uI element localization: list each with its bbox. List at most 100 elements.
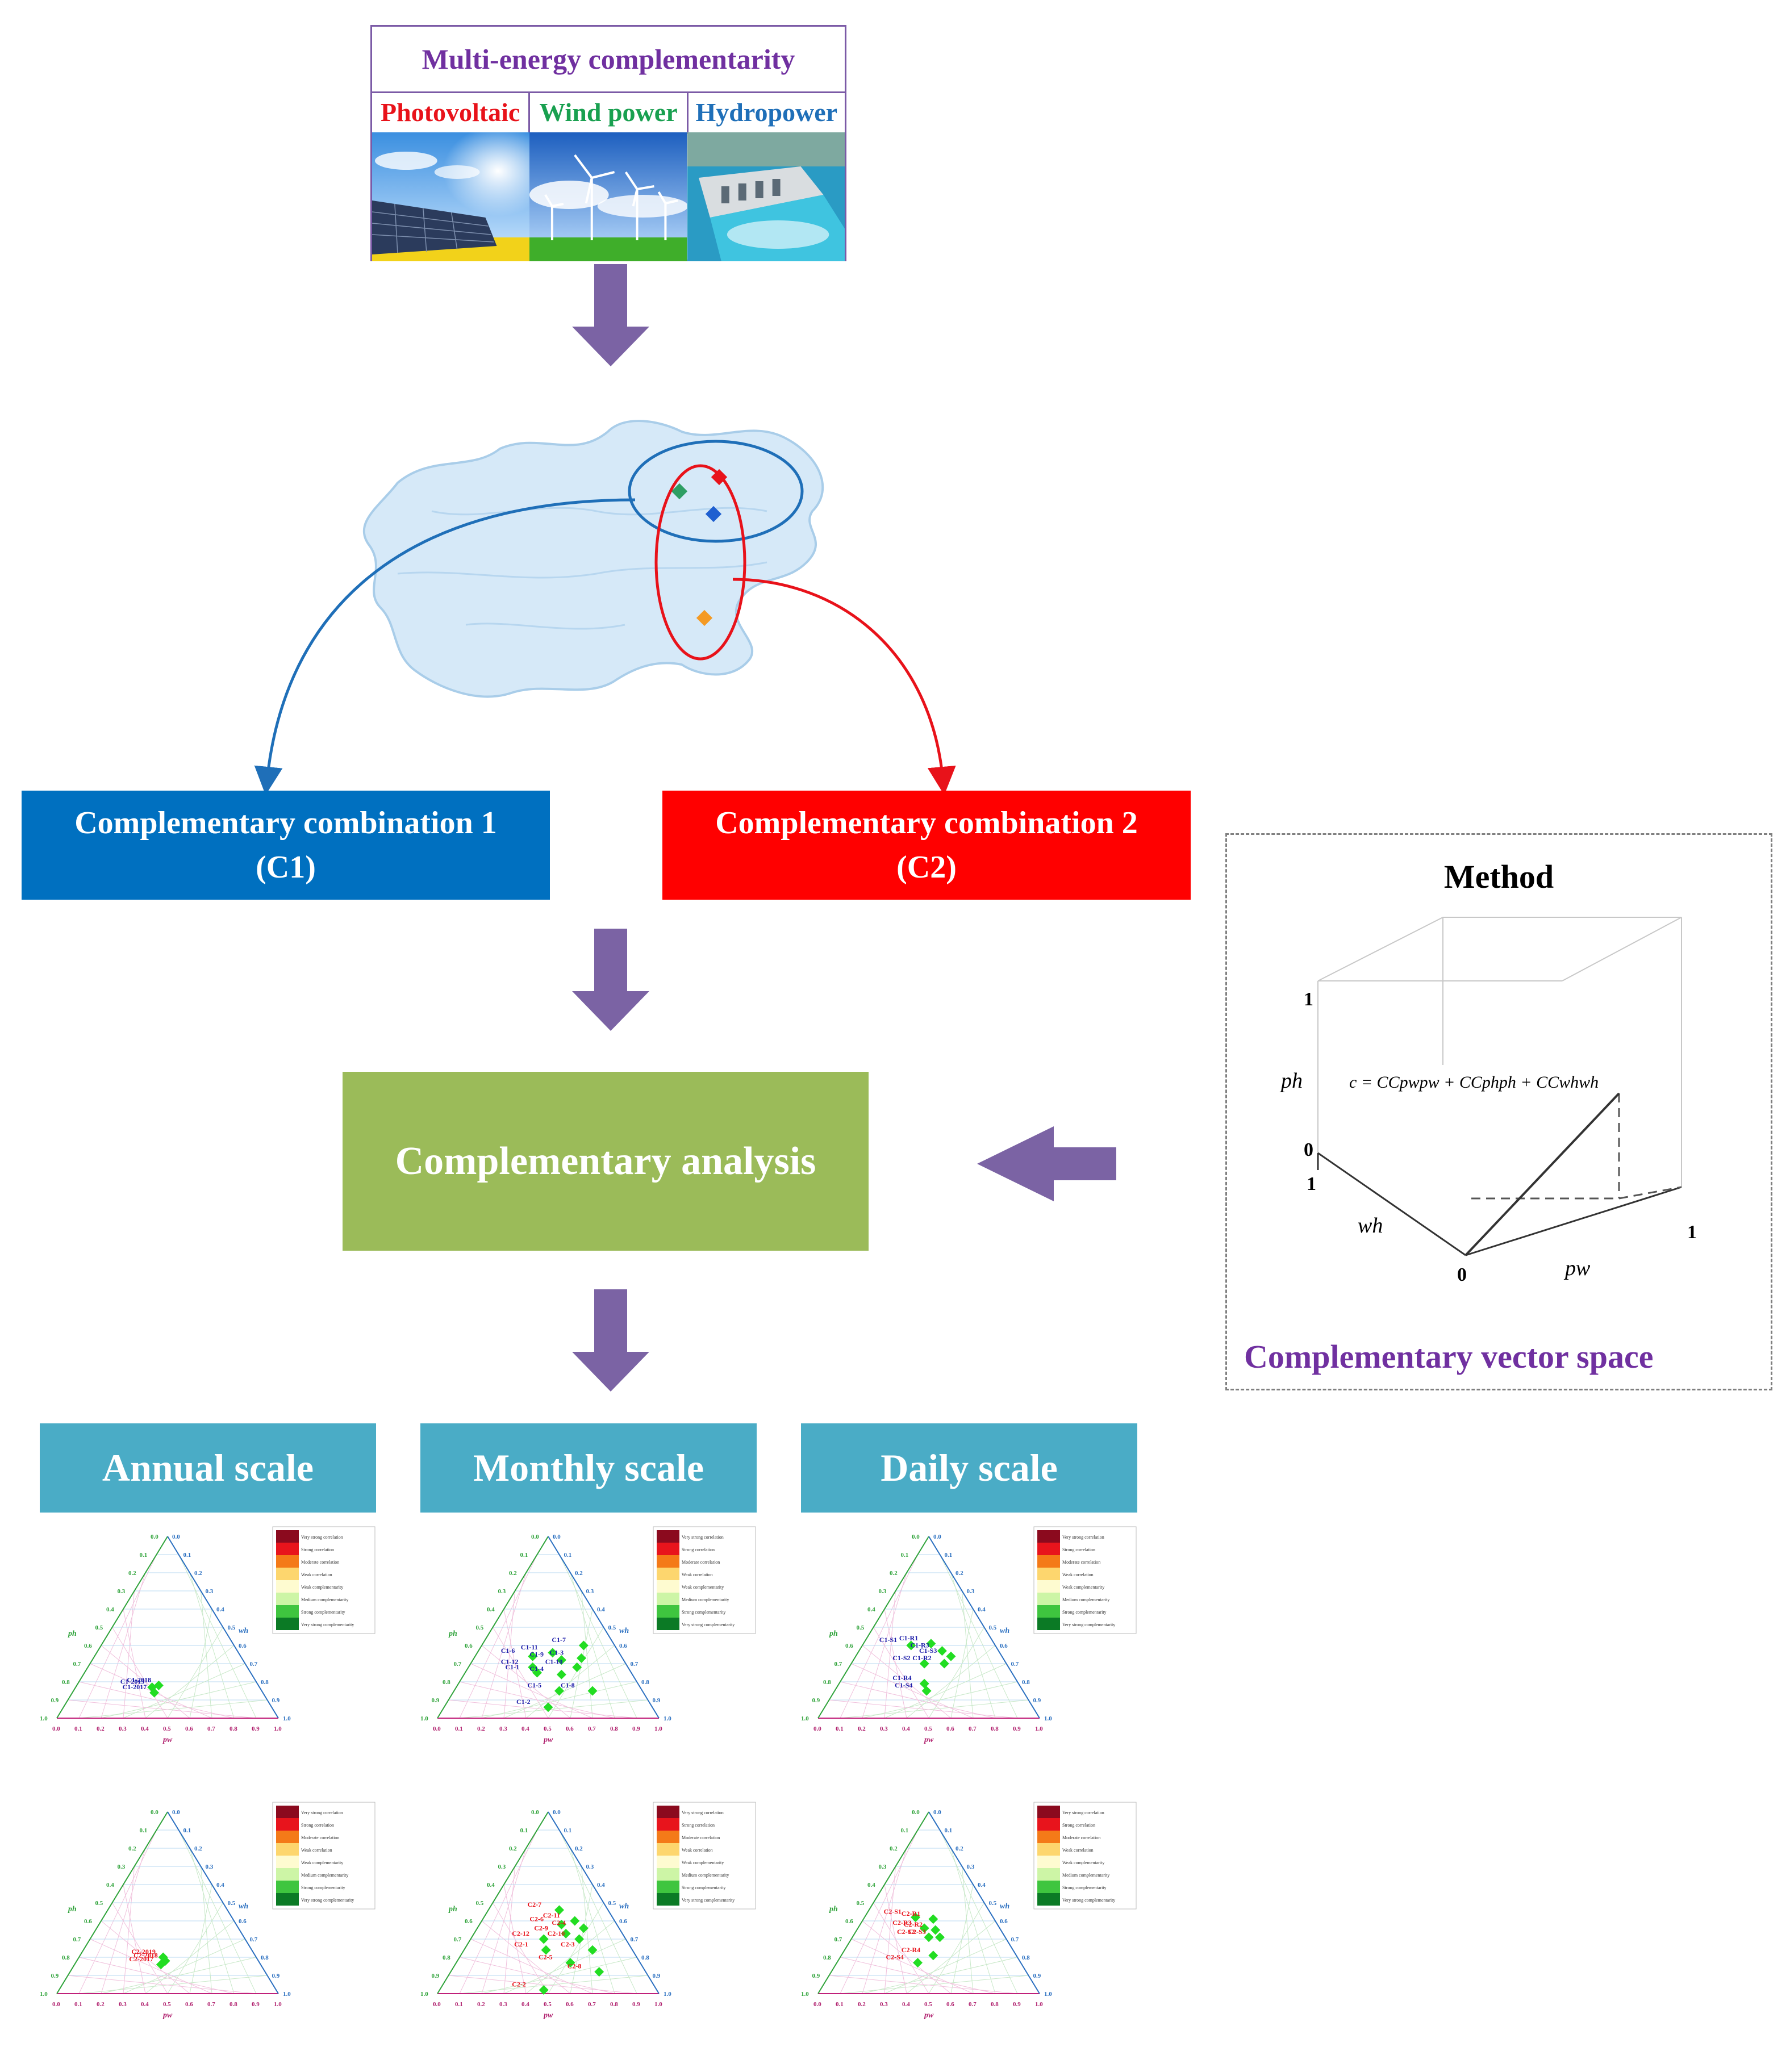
wh-tick-label: 0.5 bbox=[608, 1900, 616, 1907]
wh-axis-label: wh bbox=[619, 1902, 629, 1911]
ph-tick-label: 0.0 bbox=[151, 1534, 158, 1540]
legend-swatch bbox=[276, 1893, 299, 1906]
monthly-scale-banner: Monthly scale bbox=[420, 1423, 757, 1513]
ph-tick-label: 0.1 bbox=[520, 1827, 528, 1834]
legend-swatch bbox=[1037, 1543, 1060, 1555]
data-point-label: C1-7 bbox=[552, 1636, 566, 1644]
pw-tick-label: 0.8 bbox=[610, 2001, 618, 2008]
legend-swatch bbox=[1037, 1831, 1060, 1843]
pw-tick-label: 0.2 bbox=[858, 1726, 866, 1732]
legend-label: Strong complementarity bbox=[682, 1610, 726, 1615]
legend-label: Moderate correlation bbox=[1062, 1835, 1100, 1840]
grid-line-ph bbox=[201, 1590, 212, 1719]
data-point-marker bbox=[577, 1653, 586, 1663]
data-point-label: C2-3 bbox=[561, 1940, 575, 1948]
data-point-label: C1-9 bbox=[529, 1651, 544, 1659]
pw-tick-label: 0.6 bbox=[946, 2001, 954, 2008]
data-point-marker bbox=[556, 1655, 566, 1665]
ph-tick-label: 0.9 bbox=[432, 1973, 440, 1979]
legend-label: Strong complementarity bbox=[1062, 1885, 1107, 1890]
legend-label: Moderate correlation bbox=[1062, 1560, 1100, 1565]
pw-tick-label: 0.0 bbox=[813, 2001, 821, 2008]
pw-tick-label: 0.5 bbox=[163, 2001, 171, 2008]
ph-tick-label: 0.5 bbox=[857, 1624, 865, 1631]
wh-tick-label: 0.9 bbox=[1033, 1697, 1041, 1704]
legend-swatch bbox=[657, 1843, 679, 1856]
wh-tick-label: 0.9 bbox=[653, 1973, 661, 1979]
data-point-marker bbox=[570, 1916, 580, 1926]
ph-axis bbox=[817, 1536, 929, 1719]
grid-line-ph bbox=[201, 1866, 212, 1994]
ph-axis bbox=[56, 1536, 168, 1719]
down-arrow-1 bbox=[572, 264, 649, 366]
grid-line-pw bbox=[851, 1939, 974, 1994]
data-point-label: C1-12 bbox=[501, 1657, 519, 1665]
grid-line-ph bbox=[940, 1829, 1018, 1994]
legend-swatch bbox=[1037, 1580, 1060, 1593]
legend-label: Weak correlation bbox=[301, 1848, 332, 1853]
pw-tick-label: 0.1 bbox=[455, 1726, 463, 1732]
wh-tick-label: 1.0 bbox=[1044, 1715, 1052, 1722]
grid-line-pw bbox=[101, 1920, 190, 1994]
pw-tick-label: 0.6 bbox=[566, 2001, 574, 2008]
column-wind-power: Wind power bbox=[528, 91, 686, 132]
wh-tick-label: 0.8 bbox=[261, 1954, 269, 1961]
data-point-label: C2-2018 bbox=[133, 1951, 158, 1959]
data-point-marker bbox=[919, 1678, 929, 1689]
ph-tick-label: 1.0 bbox=[40, 1991, 48, 1998]
grid-line-pw bbox=[78, 1681, 235, 1719]
wh-tick-label: 0.7 bbox=[1011, 1661, 1019, 1668]
ph-tick-label: 0.0 bbox=[912, 1809, 920, 1816]
grid-line-ph bbox=[570, 1572, 615, 1719]
ph-tick-label: 0.9 bbox=[812, 1973, 820, 1979]
grid-line-pw bbox=[78, 1957, 235, 1994]
method-box: Method 1 ph 0 1 wh 0 pw 1 c = CCpwp bbox=[1225, 833, 1772, 1390]
down-arrow-3 bbox=[572, 1289, 649, 1392]
ph-tick-label: 0.5 bbox=[857, 1900, 865, 1907]
ph-tick-label: 0.7 bbox=[454, 1661, 462, 1668]
pw-tick-label: 0.4 bbox=[521, 2001, 529, 2008]
wh-tick-label: 0.7 bbox=[250, 1936, 258, 1943]
grid-line-ph bbox=[928, 1902, 984, 1994]
grid-line-pw bbox=[68, 1975, 257, 1994]
pw-tick-label: 0.5 bbox=[163, 1726, 171, 1732]
wh-tick-label: 0.6 bbox=[1000, 1918, 1008, 1925]
ph-tick-label: 0.0 bbox=[531, 1809, 539, 1816]
pw-tick-label: 0.3 bbox=[880, 2001, 888, 2008]
data-point-label: C1-5 bbox=[528, 1681, 542, 1689]
pw-tick-label: 1.0 bbox=[654, 2001, 662, 2008]
wh-tick-label: 0.1 bbox=[945, 1552, 953, 1559]
wh-tick-label: 0.0 bbox=[553, 1809, 561, 1816]
ph-tick-label: 0.7 bbox=[454, 1936, 462, 1943]
legend-swatch bbox=[1037, 1893, 1060, 1906]
legend-label: Medium complementarity bbox=[682, 1597, 729, 1602]
c2-curved-arrow bbox=[732, 578, 956, 795]
legend-swatch bbox=[276, 1856, 299, 1868]
ph-tick-label: 0.7 bbox=[835, 1661, 842, 1668]
legend-label: Very strong correlation bbox=[301, 1535, 343, 1540]
wh-tick-label: 0.3 bbox=[206, 1588, 214, 1595]
grid-line-ph bbox=[950, 1884, 974, 1994]
z-tick-bottom: 0 bbox=[1304, 1139, 1313, 1160]
ph-axis-label: ph bbox=[829, 1630, 838, 1638]
pw-tick-label: 0.6 bbox=[185, 1726, 193, 1732]
legend-label: Medium complementarity bbox=[1062, 1597, 1109, 1602]
ph-tick-label: 0.6 bbox=[465, 1918, 473, 1925]
pw-tick-label: 0.6 bbox=[185, 2001, 193, 2008]
ph-tick-label: 0.4 bbox=[487, 1606, 495, 1613]
ph-tick-label: 0.8 bbox=[62, 1954, 70, 1961]
wh-axis bbox=[167, 1536, 279, 1719]
data-point-label: C2-4 bbox=[552, 1919, 566, 1927]
data-point-label: C2-2017 bbox=[129, 1955, 153, 1963]
pw-tick-label: 0.7 bbox=[969, 2001, 977, 2008]
wh-tick-label: 0.2 bbox=[955, 1845, 963, 1852]
complementary-analysis-box: Complementary analysis bbox=[343, 1072, 869, 1251]
legend-label: Weak correlation bbox=[682, 1572, 713, 1577]
grid-line-ph bbox=[950, 1609, 974, 1719]
data-point-label: C1-2018 bbox=[127, 1676, 151, 1684]
axis-wh-label: wh bbox=[1358, 1214, 1383, 1238]
wh-tick-label: 0.1 bbox=[564, 1827, 572, 1834]
